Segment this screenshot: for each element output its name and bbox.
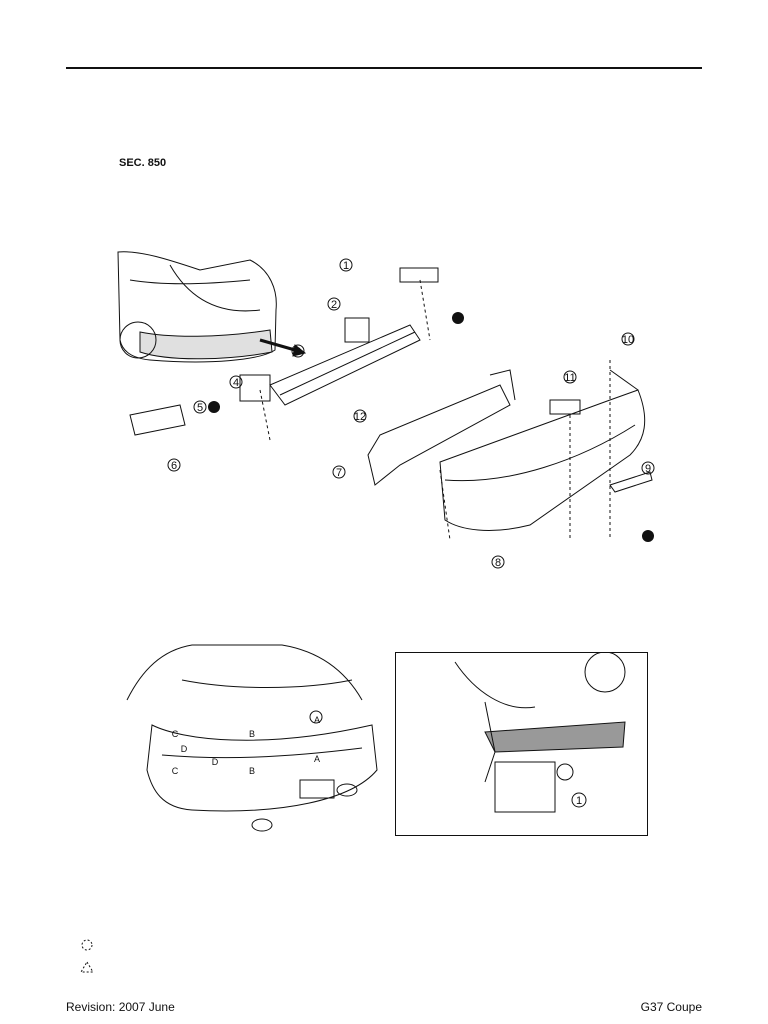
callout-12: 12 xyxy=(354,411,366,423)
label-c: C xyxy=(172,729,179,739)
callout-10: 10 xyxy=(622,334,634,346)
label-b: B xyxy=(249,766,255,776)
callout-2: 2 xyxy=(331,299,337,311)
label-d: D xyxy=(181,744,188,754)
section-label: SEC. 850 xyxy=(119,157,167,169)
detail-callout: 1 xyxy=(576,795,582,807)
callout-11: 11 xyxy=(564,372,575,384)
x-mark-icon xyxy=(452,312,464,324)
detail-view: 1 xyxy=(395,652,648,836)
dashed-circle-icon xyxy=(81,939,93,951)
x-mark-icon xyxy=(208,401,220,413)
model-text: G37 Coupe xyxy=(640,1000,702,1014)
dashed-triangle-icon xyxy=(80,961,94,973)
car-rear-view: A A B B C C D D xyxy=(126,644,378,832)
label-d: D xyxy=(212,757,219,767)
x-mark-icon xyxy=(642,530,654,542)
header-rule xyxy=(66,67,702,69)
label-b: B xyxy=(249,729,255,739)
label-a: A xyxy=(314,715,320,725)
callout-5: 5 xyxy=(197,402,203,414)
callout-3: 3 xyxy=(295,346,301,358)
callout-4: 4 xyxy=(233,377,239,389)
label-a: A xyxy=(314,754,320,764)
callout-6: 6 xyxy=(171,460,177,472)
callout-8: 8 xyxy=(495,557,501,569)
callout-1: 1 xyxy=(343,260,349,272)
exploded-bumper-diagram: 1 2 3 4 5 6 7 8 9 10 11 12 xyxy=(117,251,655,569)
label-c: C xyxy=(172,766,179,776)
callout-7: 7 xyxy=(336,467,342,479)
callout-9: 9 xyxy=(645,463,651,475)
revision-text: Revision: 2007 June xyxy=(66,1000,175,1014)
